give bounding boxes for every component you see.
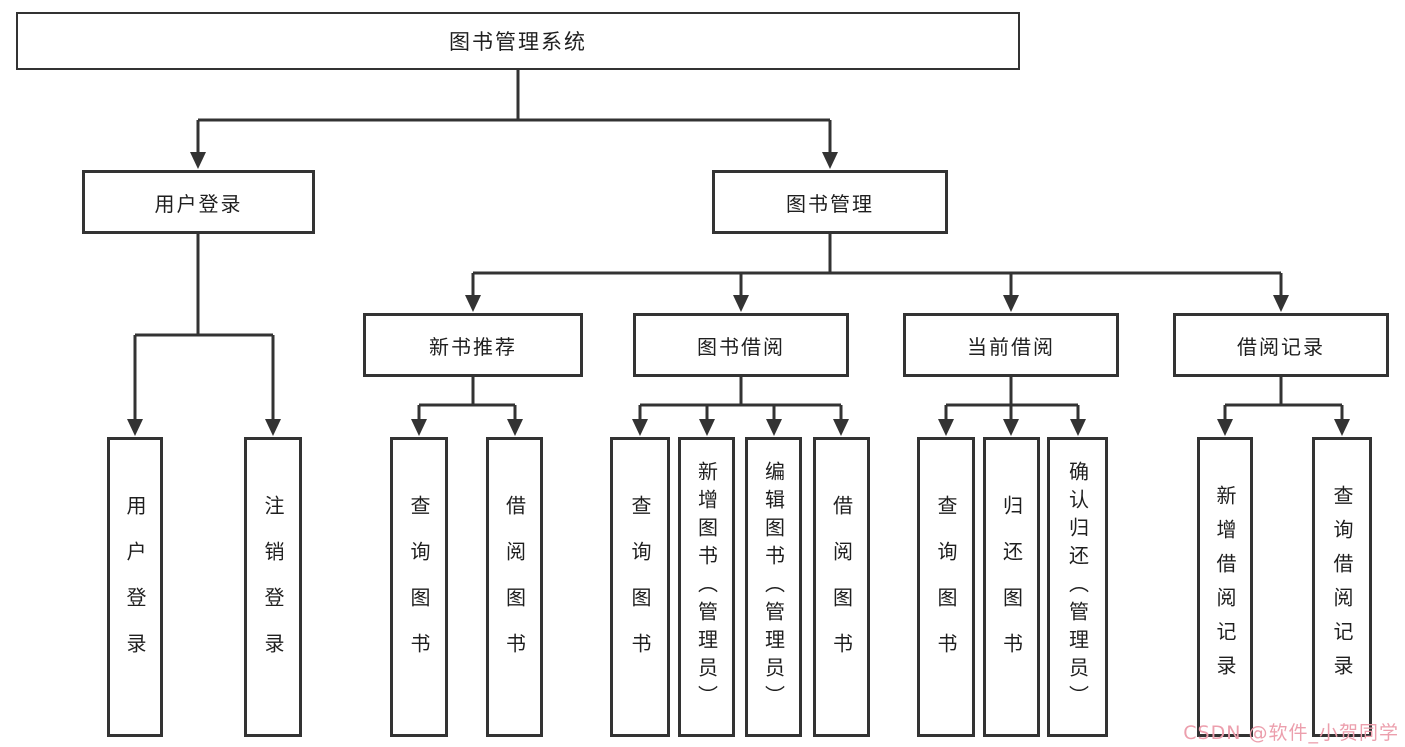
node-label: 借阅图书 — [502, 495, 527, 679]
node-label: 新增借阅记录 — [1213, 485, 1237, 689]
leaf-newbook-borrow: 借阅图书 — [486, 437, 543, 737]
node-label: 图书管理系统 — [449, 30, 587, 54]
node-root: 图书管理系统 — [16, 12, 1020, 70]
node-label: 当前借阅 — [967, 334, 1055, 359]
node-label: 查询图书 — [407, 495, 431, 679]
node-label: 查询借阅记录 — [1330, 485, 1354, 689]
leaf-current-return: 归还图书 — [983, 437, 1040, 737]
leaf-user-login: 用户登录 — [107, 437, 163, 737]
node-label: 确认归还（管理员） — [1065, 461, 1090, 713]
node-borrowing-records: 借阅记录 — [1173, 313, 1389, 377]
leaf-record-query: 查询借阅记录 — [1312, 437, 1372, 737]
node-label: 新书推荐 — [429, 334, 517, 359]
node-user-login: 用户登录 — [82, 170, 315, 234]
node-label: 注销登录 — [261, 495, 285, 679]
node-label: 图书管理 — [786, 191, 874, 216]
leaf-logout: 注销登录 — [244, 437, 302, 737]
leaf-record-add: 新增借阅记录 — [1197, 437, 1253, 737]
node-label: 归还图书 — [999, 495, 1024, 679]
node-label: 用户登录 — [154, 191, 243, 216]
leaf-newbook-query: 查询图书 — [390, 437, 448, 737]
node-label: 编辑图书（管理员） — [761, 461, 786, 713]
leaf-current-confirm-admin: 确认归还（管理员） — [1047, 437, 1108, 737]
node-label: 图书借阅 — [697, 334, 785, 359]
leaf-borrow-query: 查询图书 — [610, 437, 670, 737]
node-current-borrowing: 当前借阅 — [903, 313, 1119, 377]
node-label: 借阅图书 — [829, 495, 854, 679]
node-label: 查询图书 — [628, 495, 652, 679]
leaf-borrow-add-admin: 新增图书（管理员） — [678, 437, 735, 737]
node-label: 用户登录 — [123, 495, 147, 679]
node-book-borrowing: 图书借阅 — [633, 313, 849, 377]
watermark: CSDN @软件_小贺同学 — [1183, 722, 1399, 744]
node-label: 查询图书 — [934, 495, 958, 679]
leaf-borrow-edit-admin: 编辑图书（管理员） — [745, 437, 802, 737]
node-label: 新增图书（管理员） — [694, 461, 719, 713]
leaf-borrow-borrow: 借阅图书 — [813, 437, 870, 737]
node-label: 借阅记录 — [1237, 334, 1325, 359]
node-book-management: 图书管理 — [712, 170, 948, 234]
node-new-book-recommend: 新书推荐 — [363, 313, 583, 377]
leaf-current-query: 查询图书 — [917, 437, 975, 737]
